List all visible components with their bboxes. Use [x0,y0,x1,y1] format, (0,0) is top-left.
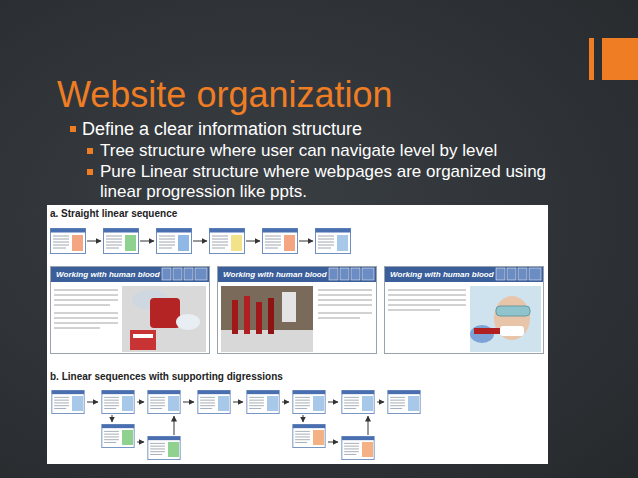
screenshot-frame: Working with human blood [384,266,544,354]
screenshot-frame: Working with human blood [217,266,377,354]
sub-bullet-text: Tree structure where user can navigate l… [100,141,580,161]
screenshot-blood-bag [50,266,210,354]
linear-sequence [51,229,351,254]
page-heading: Working with human blood [223,269,327,281]
sub-bullet-text: Pure Linear structure where webpages are… [100,162,580,202]
accent-block [602,38,638,80]
picture-panel [47,205,548,464]
bullet [70,126,76,132]
screenshot-frame: Working with human blood [50,266,210,354]
bullet-text: Define a clear information structure [82,118,602,140]
slide-title: Website organization [57,74,393,116]
figure-label: b. Linear sequences with supporting digr… [50,370,410,383]
bullet [87,148,93,154]
screenshot-goggles [384,266,544,354]
page-heading: Working with human blood [390,269,494,281]
page-heading: Working with human blood [56,269,160,281]
digression-sequence [52,390,420,459]
accent-bar [589,38,594,80]
screenshot-test-tubes [217,266,377,354]
bullet [87,169,93,175]
figure-label: a. Straight linear sequence [50,207,350,220]
